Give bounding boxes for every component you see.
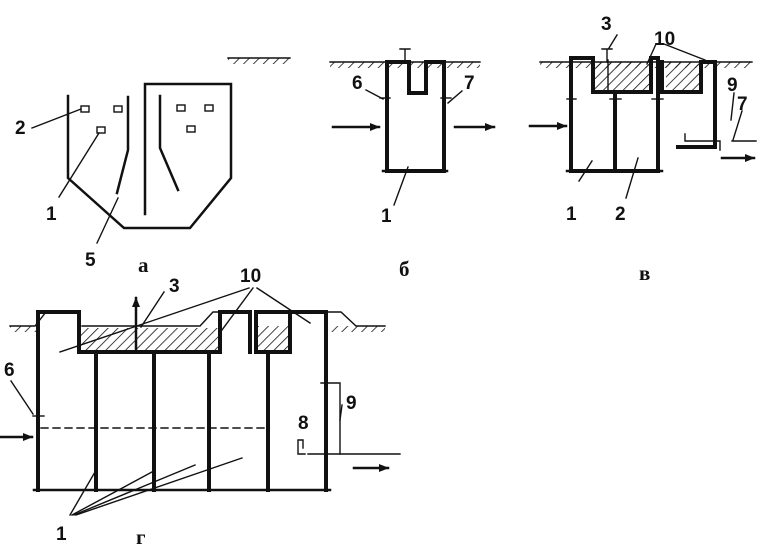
sediment-particles-a: [80, 104, 214, 134]
caption-v: в: [639, 261, 650, 285]
leader-g-10c: [256, 287, 311, 324]
leader-g-1b: [71, 471, 153, 516]
leader-b-7: [447, 90, 463, 104]
label-v-7: 7: [737, 94, 748, 115]
ground-line-a: [227, 57, 291, 64]
leader-g-9: [339, 404, 343, 421]
panel-a: 2 1 5 а: [15, 57, 291, 277]
panel-b: 6 7 1 б: [329, 48, 496, 281]
label-v-2: 2: [615, 204, 626, 225]
label-g-3: 3: [169, 276, 180, 297]
outlet-siphon-v: [684, 133, 721, 151]
septic-tank-g: [32, 296, 332, 492]
leader-b-1: [393, 166, 409, 206]
caption-g: г: [136, 525, 146, 549]
leader-g-1d: [75, 457, 243, 516]
leader-g-3: [140, 291, 165, 328]
leader-g-1a: [69, 471, 96, 516]
overflow-pipe-g: [320, 382, 341, 455]
caption-a: а: [138, 253, 149, 277]
leader-g-1c: [73, 464, 196, 516]
label-v-10: 10: [654, 29, 675, 50]
label-b-1: 1: [381, 206, 392, 227]
septic-tank-b: [381, 48, 449, 173]
leader-a-2: [31, 108, 82, 129]
leader-v-3: [608, 34, 618, 49]
label-v-9: 9: [727, 75, 738, 96]
leader-g-10b: [218, 287, 254, 335]
leader-g-6: [10, 380, 34, 415]
panel-v: 3 10 9 7 1 2 в: [528, 14, 757, 285]
label-v-3: 3: [601, 14, 612, 35]
leader-v-10b: [663, 43, 706, 61]
label-g-1: 1: [56, 524, 67, 545]
label-g-6: 6: [4, 360, 15, 381]
outlet-siphon-g: [297, 439, 306, 455]
label-v-1: 1: [566, 204, 577, 225]
panel-g: 3 10 6 8 9 1 г: [0, 266, 401, 549]
leader-b-6: [365, 89, 384, 100]
leader-v-2: [625, 157, 639, 199]
leader-a-5: [96, 197, 119, 244]
label-b-6: 6: [352, 73, 363, 94]
caption-b: б: [399, 257, 410, 281]
leader-v-7: [732, 110, 743, 141]
label-a-5: 5: [85, 250, 96, 271]
septic-tank-v: [565, 48, 717, 173]
settling-chamber-left: [66, 82, 233, 230]
label-g-9: 9: [346, 393, 357, 414]
label-a-1: 1: [46, 204, 57, 225]
leader-a-1: [58, 132, 100, 198]
leader-v-9: [730, 92, 735, 121]
label-g-8: 8: [298, 413, 309, 434]
leader-g-10a: [59, 287, 250, 353]
label-a-2: 2: [15, 118, 26, 139]
leader-v-1: [578, 160, 593, 182]
label-g-10: 10: [240, 266, 261, 287]
leader-v-10a: [646, 43, 657, 65]
label-b-7: 7: [464, 73, 475, 94]
